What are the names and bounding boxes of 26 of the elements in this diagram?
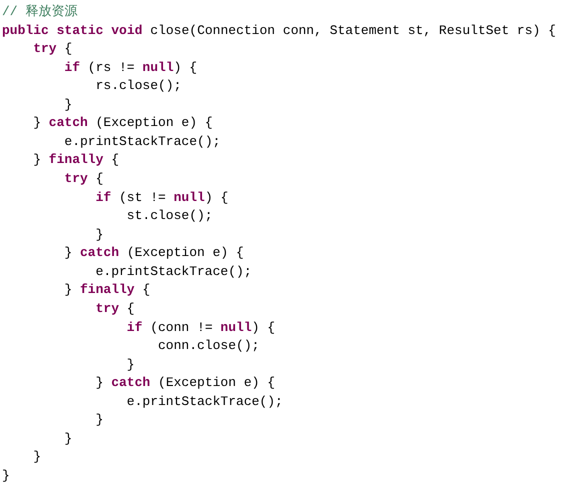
- code-line: if (st != null) {: [96, 190, 228, 206]
- code-line: st.close();: [126, 208, 213, 224]
- code-line: } finally {: [64, 282, 150, 298]
- code-line: e.printStackTrace();: [126, 394, 283, 410]
- code-line: }: [64, 430, 72, 447]
- code-line: if (conn != null) {: [126, 320, 276, 336]
- code-comment: // 释放资源: [2, 4, 78, 20]
- code-line: }: [96, 412, 104, 428]
- code-line: try {: [33, 41, 72, 58]
- code-line: rs.close();: [96, 78, 182, 94]
- code-line: conn.close();: [158, 338, 260, 354]
- code-line: }: [126, 356, 135, 373]
- code-line: try {: [64, 171, 104, 188]
- code-line: e.printStackTrace();: [64, 134, 220, 150]
- code-line: } finally {: [33, 152, 120, 168]
- code-line: }: [2, 468, 10, 484]
- code-line: } catch (Exception e) {: [64, 245, 244, 262]
- code-line: try {: [96, 300, 135, 317]
- code-line: e.printStackTrace();: [96, 264, 252, 280]
- code-line: }: [64, 96, 72, 113]
- code-line: }: [33, 449, 41, 466]
- code-line: } catch (Exception e) {: [96, 375, 276, 392]
- code-line: public static void close(Connection conn, Statement st, ResultSet rs) {: [2, 22, 556, 39]
- code-line: } catch (Exception e) {: [33, 115, 213, 132]
- code-line: }: [96, 226, 104, 243]
- code-line: if (rs != null) {: [64, 60, 198, 76]
